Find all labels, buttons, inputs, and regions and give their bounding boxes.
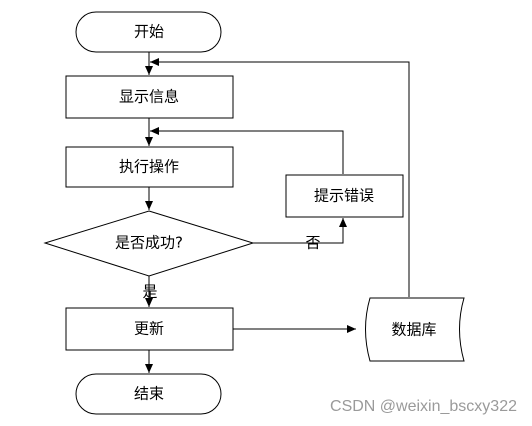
yes-branch-label: 是 [142,283,157,301]
start-node [75,11,222,53]
start-label: 开始 [134,23,164,41]
no-branch-label: 否 [305,234,320,252]
end-label: 结束 [134,385,164,403]
show-info-node [65,75,234,119]
decision-node [43,210,255,277]
edge-decision-no-to-error [253,218,347,244]
edge-error-to-execute [150,127,344,174]
watermark: CSDN @weixin_bscxy322 [330,398,517,415]
database-node [365,297,465,362]
show-info-label: 显示信息 [119,88,179,106]
connectors [145,52,410,373]
execute-node [65,146,234,188]
database-label: 数据库 [391,321,436,339]
update-label: 更新 [134,320,164,338]
show-error-node [285,174,404,218]
execute-label: 执行操作 [119,158,179,176]
show-error-label: 提示错误 [314,187,374,205]
update-node [65,307,234,351]
edge-database-to-show-info [150,58,410,297]
end-node [75,373,222,415]
decision-label: 是否成功? [115,234,183,252]
